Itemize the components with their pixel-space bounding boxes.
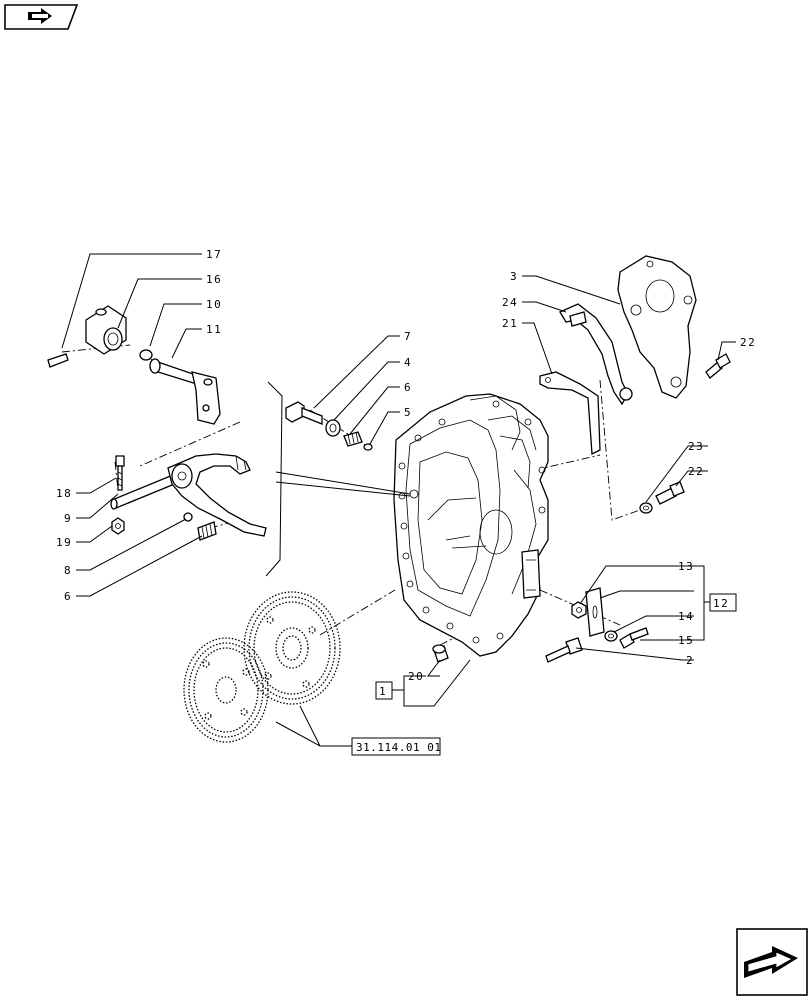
part-24-strap [559, 303, 633, 406]
callout-19: 19 [56, 536, 72, 549]
gear-reference-box[interactable] [351, 737, 441, 756]
arrow-right-icon [744, 946, 798, 978]
part-4-washer [325, 419, 341, 437]
callout-6-lower: 6 [64, 590, 72, 603]
callout-13: 13 [678, 560, 694, 573]
part-2-bolt [545, 637, 583, 663]
callout-9: 9 [64, 512, 72, 525]
part-7-bolt [285, 401, 323, 425]
prev-page-button[interactable] [4, 4, 78, 30]
callout-12-box [709, 593, 737, 612]
callout-18: 18 [56, 487, 72, 500]
part-22-screw-lower [655, 481, 685, 505]
part-14-washer [604, 630, 618, 642]
part-20-bushing [432, 644, 449, 663]
part-19-nut [111, 517, 125, 535]
housing-bolt-holes [398, 400, 546, 644]
part-15-screw [619, 627, 649, 649]
callout-6-upper: 6 [404, 381, 412, 394]
part-16-bushing [85, 305, 127, 355]
callout-16: 16 [206, 273, 222, 286]
next-page-button[interactable] [736, 928, 808, 996]
callout-12: 12 [713, 597, 729, 610]
callout-8: 8 [64, 564, 72, 577]
gear-large [243, 591, 341, 705]
callout-1: 1 [379, 685, 387, 698]
callout-22-lower: 22 [688, 465, 704, 478]
arrow-left-icon [28, 8, 52, 24]
callout-24: 24 [502, 296, 518, 309]
callout-23: 23 [688, 440, 704, 453]
leader-lines [61, 253, 736, 747]
callout-20: 20 [408, 670, 424, 683]
part-5-ball [363, 443, 373, 451]
callout-2: 2 [686, 654, 694, 667]
callout-5: 5 [404, 406, 412, 419]
callout-1-box [375, 681, 393, 700]
part-1-housing [393, 393, 549, 657]
callout-4: 4 [404, 356, 412, 369]
callout-14: 14 [678, 610, 694, 623]
callout-10: 10 [206, 298, 222, 311]
callout-21: 21 [502, 317, 518, 330]
callout-labels: 17 16 10 11 7 4 6 5 3 24 21 22 23 22 18 … [56, 248, 756, 756]
part-10-oring [139, 349, 153, 361]
part-21-bracket [539, 371, 601, 456]
part-18-bolt [115, 455, 125, 491]
gear-reference-link[interactable]: 31.114.01 01 [356, 741, 441, 754]
part-11-shaft-lever [149, 358, 221, 425]
part-23-washer [639, 502, 653, 514]
part-22-screw-upper [705, 353, 731, 379]
part-17-pin [47, 353, 69, 368]
callout-17: 17 [206, 248, 222, 261]
callout-15: 15 [678, 634, 694, 647]
part-6-spring-upper [343, 431, 363, 447]
part-13-nut [571, 601, 587, 619]
gear-small [183, 637, 269, 743]
callout-3: 3 [510, 270, 518, 283]
callout-11: 11 [206, 323, 222, 336]
callout-22-upper: 22 [740, 336, 756, 349]
callout-7: 7 [404, 330, 412, 343]
fork-assembly [167, 453, 267, 537]
part-3-plate [617, 255, 697, 399]
part-6-spring-lower [197, 521, 217, 541]
part-12-plate [585, 587, 605, 637]
